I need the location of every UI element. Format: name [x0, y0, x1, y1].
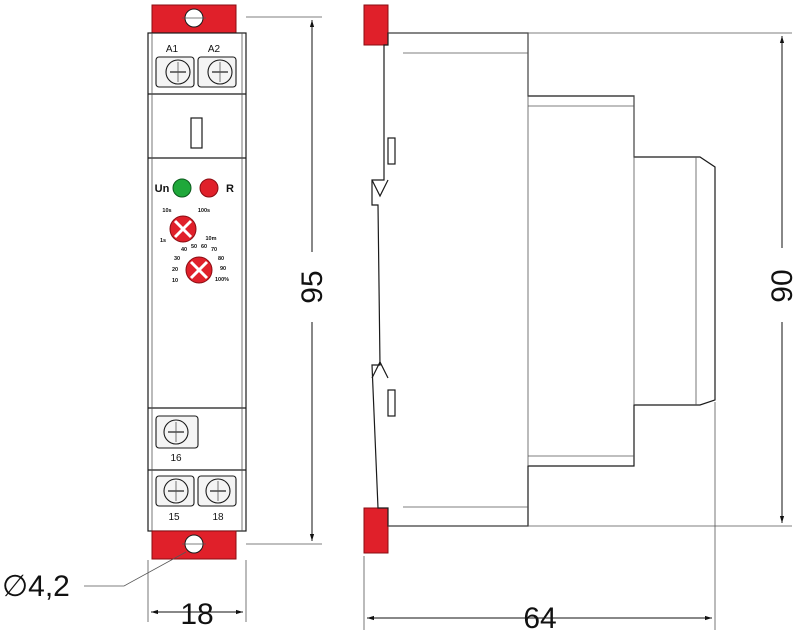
terminal-label-18: 18 — [212, 512, 224, 523]
percent-label-30: 30 — [174, 256, 180, 262]
percent-label-80: 80 — [218, 256, 224, 262]
dimension-depth-side: 64 — [363, 402, 716, 633]
bottom-mounting-clip — [151, 530, 237, 560]
percent-label-100: 100% — [215, 277, 229, 283]
terminal-screw-a2 — [197, 56, 237, 88]
hole-diameter-callout: ∅4,2 — [2, 551, 187, 603]
side-view — [363, 4, 716, 554]
led-label-un: Un — [155, 183, 170, 195]
percent-label-60: 60 — [201, 244, 207, 250]
terminal-label-a1: A1 — [166, 44, 179, 55]
front-view: A1 A2 Un R 10s 100s 1s 10m — [147, 4, 247, 560]
percent-label-40: 40 — [181, 247, 187, 253]
led-un-indicator — [172, 178, 192, 198]
percent-label-50: 50 — [191, 244, 197, 250]
percent-label-90: 90 — [220, 266, 226, 272]
side-top-clip — [363, 4, 389, 46]
terminal-screw-15 — [155, 475, 195, 507]
time-range-dial — [169, 215, 197, 243]
dimension-label-hole-diameter: ∅4,2 — [2, 570, 70, 603]
top-mounting-clip — [151, 4, 237, 34]
terminal-screw-16 — [155, 415, 199, 449]
percent-dial — [185, 256, 213, 284]
percent-label-20: 20 — [172, 267, 178, 273]
terminal-screw-a1 — [155, 56, 195, 88]
dial-label-100s: 100s — [198, 208, 210, 214]
dimension-label-95: 95 — [296, 270, 329, 303]
dimension-height-side: 90 — [388, 32, 799, 527]
dial-label-10s: 10s — [162, 208, 171, 214]
dimension-label-18: 18 — [180, 598, 213, 631]
percent-label-70: 70 — [211, 247, 217, 253]
terminal-label-15: 15 — [168, 512, 180, 523]
side-bottom-clip — [363, 507, 389, 554]
dimension-height-front: 95 — [246, 16, 329, 545]
terminal-label-a2: A2 — [208, 44, 221, 55]
side-profile-outline — [371, 32, 716, 527]
led-label-r: R — [226, 183, 234, 195]
led-r-indicator — [199, 178, 219, 198]
dial-label-10m: 10m — [205, 236, 216, 242]
dimension-label-90: 90 — [766, 269, 799, 302]
dial-label-1s: 1s — [160, 238, 166, 244]
percent-label-10: 10 — [172, 278, 178, 284]
dimension-width-front: 18 — [147, 560, 247, 631]
terminal-label-16: 16 — [170, 453, 182, 464]
dimension-label-64: 64 — [523, 602, 556, 633]
terminal-screw-18 — [197, 475, 237, 507]
